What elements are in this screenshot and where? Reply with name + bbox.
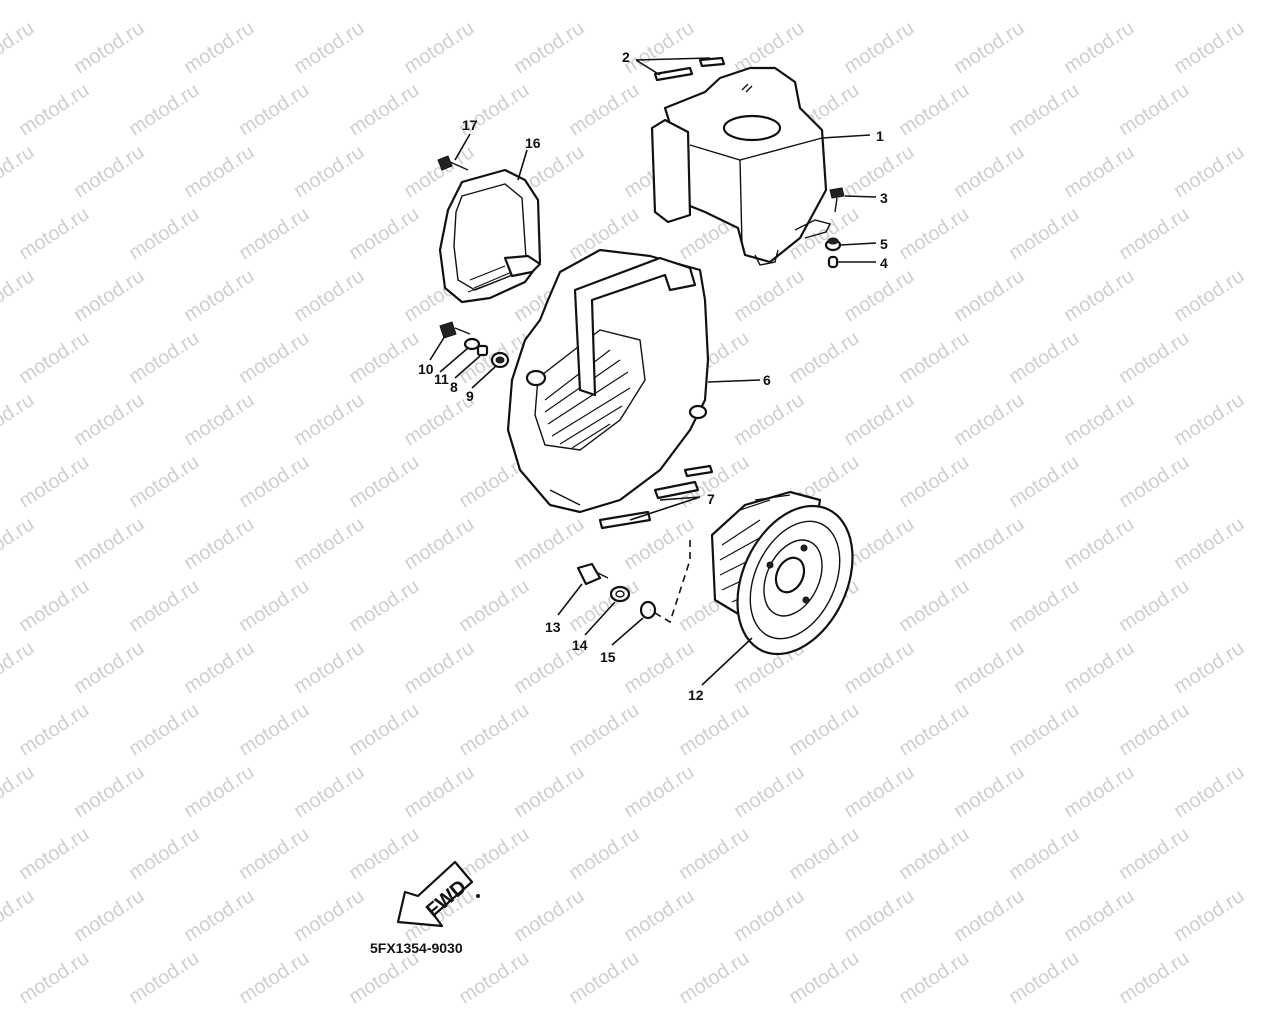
part-8-collar: [476, 344, 489, 357]
part-17-screw: [437, 155, 469, 171]
callout-5: 5: [880, 236, 888, 252]
part-10-bolt: [439, 321, 471, 339]
part-2-strips: [653, 56, 726, 82]
part-12-flywheel: [710, 490, 854, 656]
leader-lines: [429, 57, 877, 686]
callout-15: 15: [600, 649, 616, 665]
callout-7: 7: [707, 491, 715, 507]
part-13-nut: [576, 562, 609, 586]
callout-16: 16: [525, 135, 541, 151]
fwd-arrow: FWD: [396, 860, 480, 928]
diagram-code: 5FX1354-9030: [370, 940, 463, 956]
callout-8: 8: [450, 379, 458, 395]
part-14-washer: [609, 585, 631, 603]
callout-14: 14: [572, 637, 588, 653]
exploded-parts-diagram: FWD 1 2 3 5 4 17 16 6 7 10 11 8 9 13 14 …: [370, 49, 888, 956]
callout-4: 4: [880, 255, 888, 271]
part-15-lock-washer: [639, 600, 657, 620]
callout-3: 3: [880, 190, 888, 206]
part-16-cover: [438, 168, 542, 304]
part-4-collar: [827, 255, 839, 269]
callout-labels: 1 2 3 5 4 17 16 6 7 10 11 8 9 13 14 15 1…: [418, 49, 888, 703]
part-11-washer: [463, 337, 481, 351]
part-6-fan-housing: [506, 248, 710, 514]
callout-9: 9: [466, 388, 474, 404]
part-9-grommet: [490, 351, 510, 369]
callout-17: 17: [462, 117, 478, 133]
callout-11: 11: [434, 371, 449, 387]
callout-1: 1: [876, 128, 884, 144]
assembly-axis: [649, 540, 691, 624]
callout-10: 10: [418, 361, 434, 377]
callout-6: 6: [763, 372, 771, 388]
part-7-strips: [598, 464, 714, 530]
callout-12: 12: [688, 687, 704, 703]
part-5-grommet: [824, 237, 842, 252]
callout-13: 13: [545, 619, 561, 635]
part-3-bolt: [829, 187, 845, 213]
callout-2: 2: [622, 49, 630, 65]
part-1-shroud: [650, 66, 832, 266]
